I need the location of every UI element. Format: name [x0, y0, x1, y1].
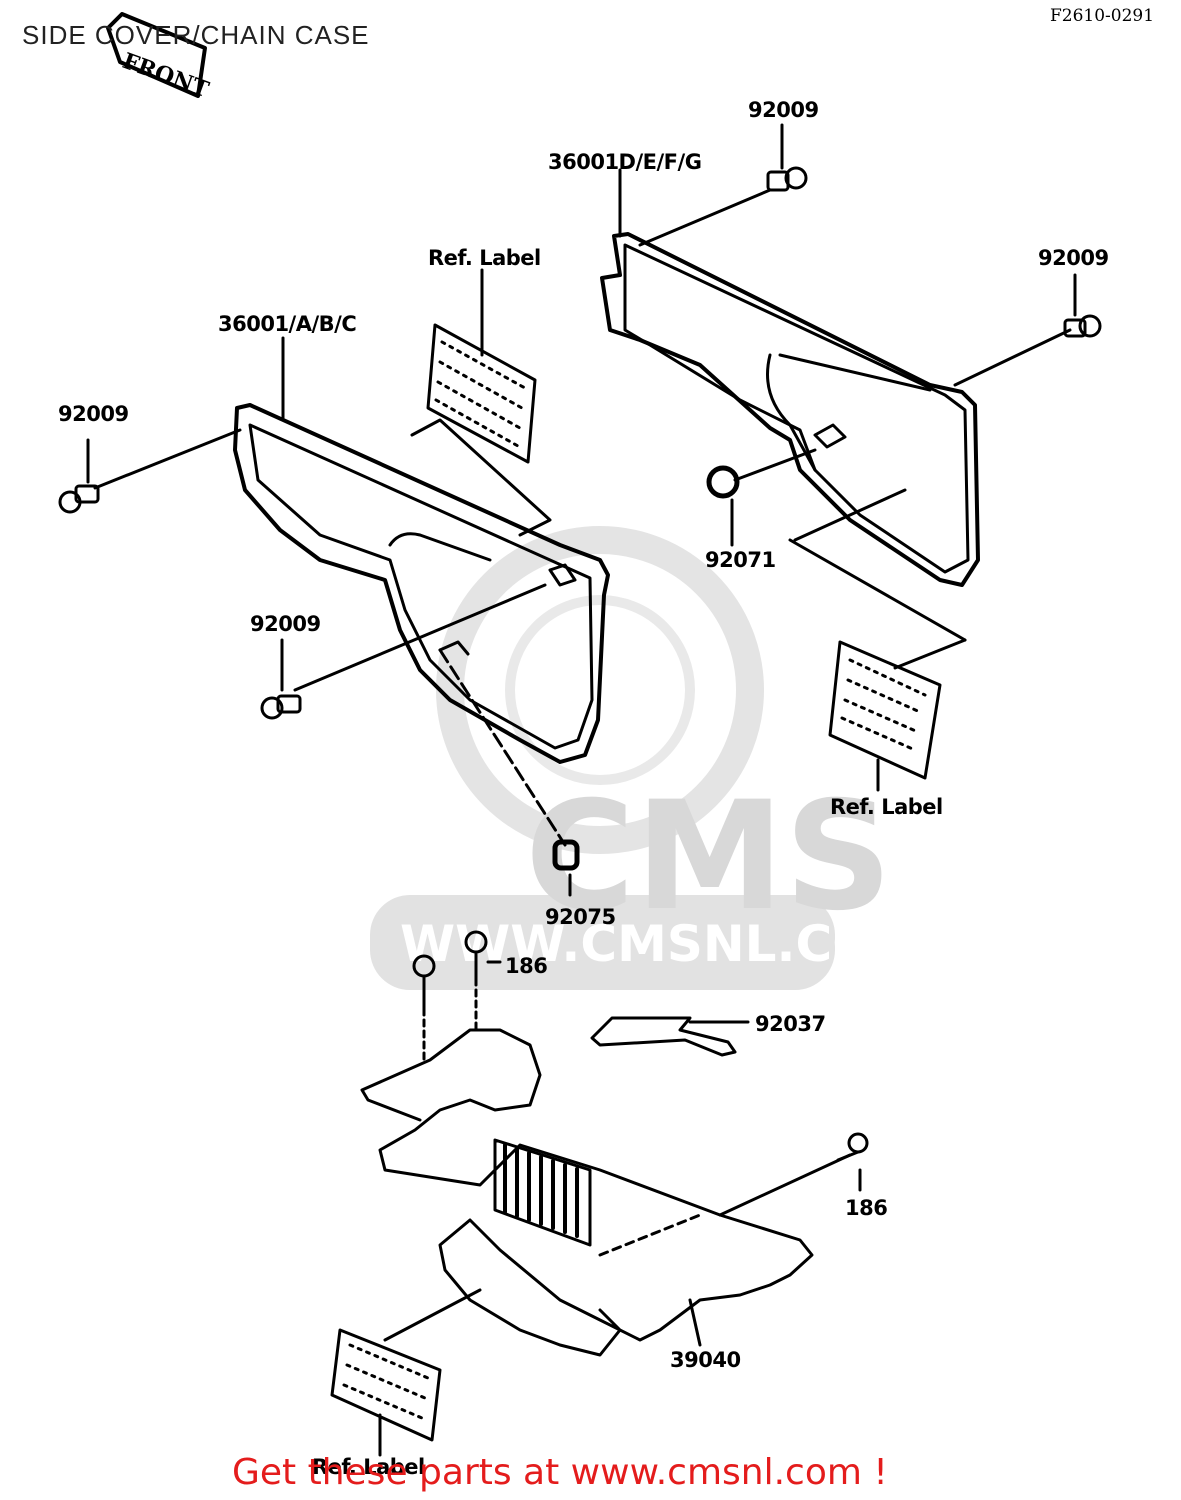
part-label-92075: 92075	[545, 905, 616, 929]
grommet-92071-icon	[706, 423, 847, 547]
chain-case-39040	[360, 1028, 852, 1357]
bolt-92009-right-icon	[1063, 273, 1102, 338]
part-label-36001-left: 36001/A/B/C	[218, 312, 357, 336]
ref-label-bottom-icon	[330, 1288, 482, 1457]
part-label-92009-mid: 92009	[250, 612, 321, 636]
damper-92075-icon	[552, 839, 580, 897]
part-label-92009-left: 92009	[58, 402, 129, 426]
ref-label-right: Ref. Label	[830, 795, 943, 819]
part-label-36001-right: 36001D/E/F/G	[548, 150, 702, 174]
front-arrow-icon	[106, 12, 207, 98]
bolt-186-top-icon	[412, 930, 502, 1062]
ref-label-right-icon	[828, 640, 942, 792]
footer-promo-link[interactable]: Get these parts at www.cmsnl.com !	[232, 1452, 888, 1493]
part-label-92009-top: 92009	[748, 98, 819, 122]
page-title: SIDE COVER/CHAIN CASE	[22, 20, 370, 50]
right-side-cover	[600, 232, 980, 587]
watermark-logo: CMS	[525, 770, 893, 944]
part-label-92037: 92037	[755, 1012, 826, 1036]
part-label-92071: 92071	[705, 548, 776, 572]
part-label-186-top: 186	[505, 954, 548, 978]
left-side-cover	[233, 403, 610, 764]
ref-label-bottom: Ref. Label	[312, 1455, 425, 1479]
clamp-92037-icon	[590, 1016, 750, 1057]
ref-label-top: Ref. Label	[428, 246, 541, 270]
ref-label-top-icon	[410, 268, 552, 537]
bolt-92009-top-icon	[766, 123, 808, 192]
bolt-92009-left-icon	[58, 438, 100, 514]
bolt-186-right-icon	[836, 1132, 869, 1192]
part-label-186-right: 186	[845, 1196, 888, 1220]
diagram-code: F2610-0291	[1050, 6, 1155, 26]
part-label-39040: 39040	[670, 1348, 741, 1372]
part-label-92009-right: 92009	[1038, 246, 1109, 270]
bolt-92009-mid-icon	[260, 638, 302, 720]
